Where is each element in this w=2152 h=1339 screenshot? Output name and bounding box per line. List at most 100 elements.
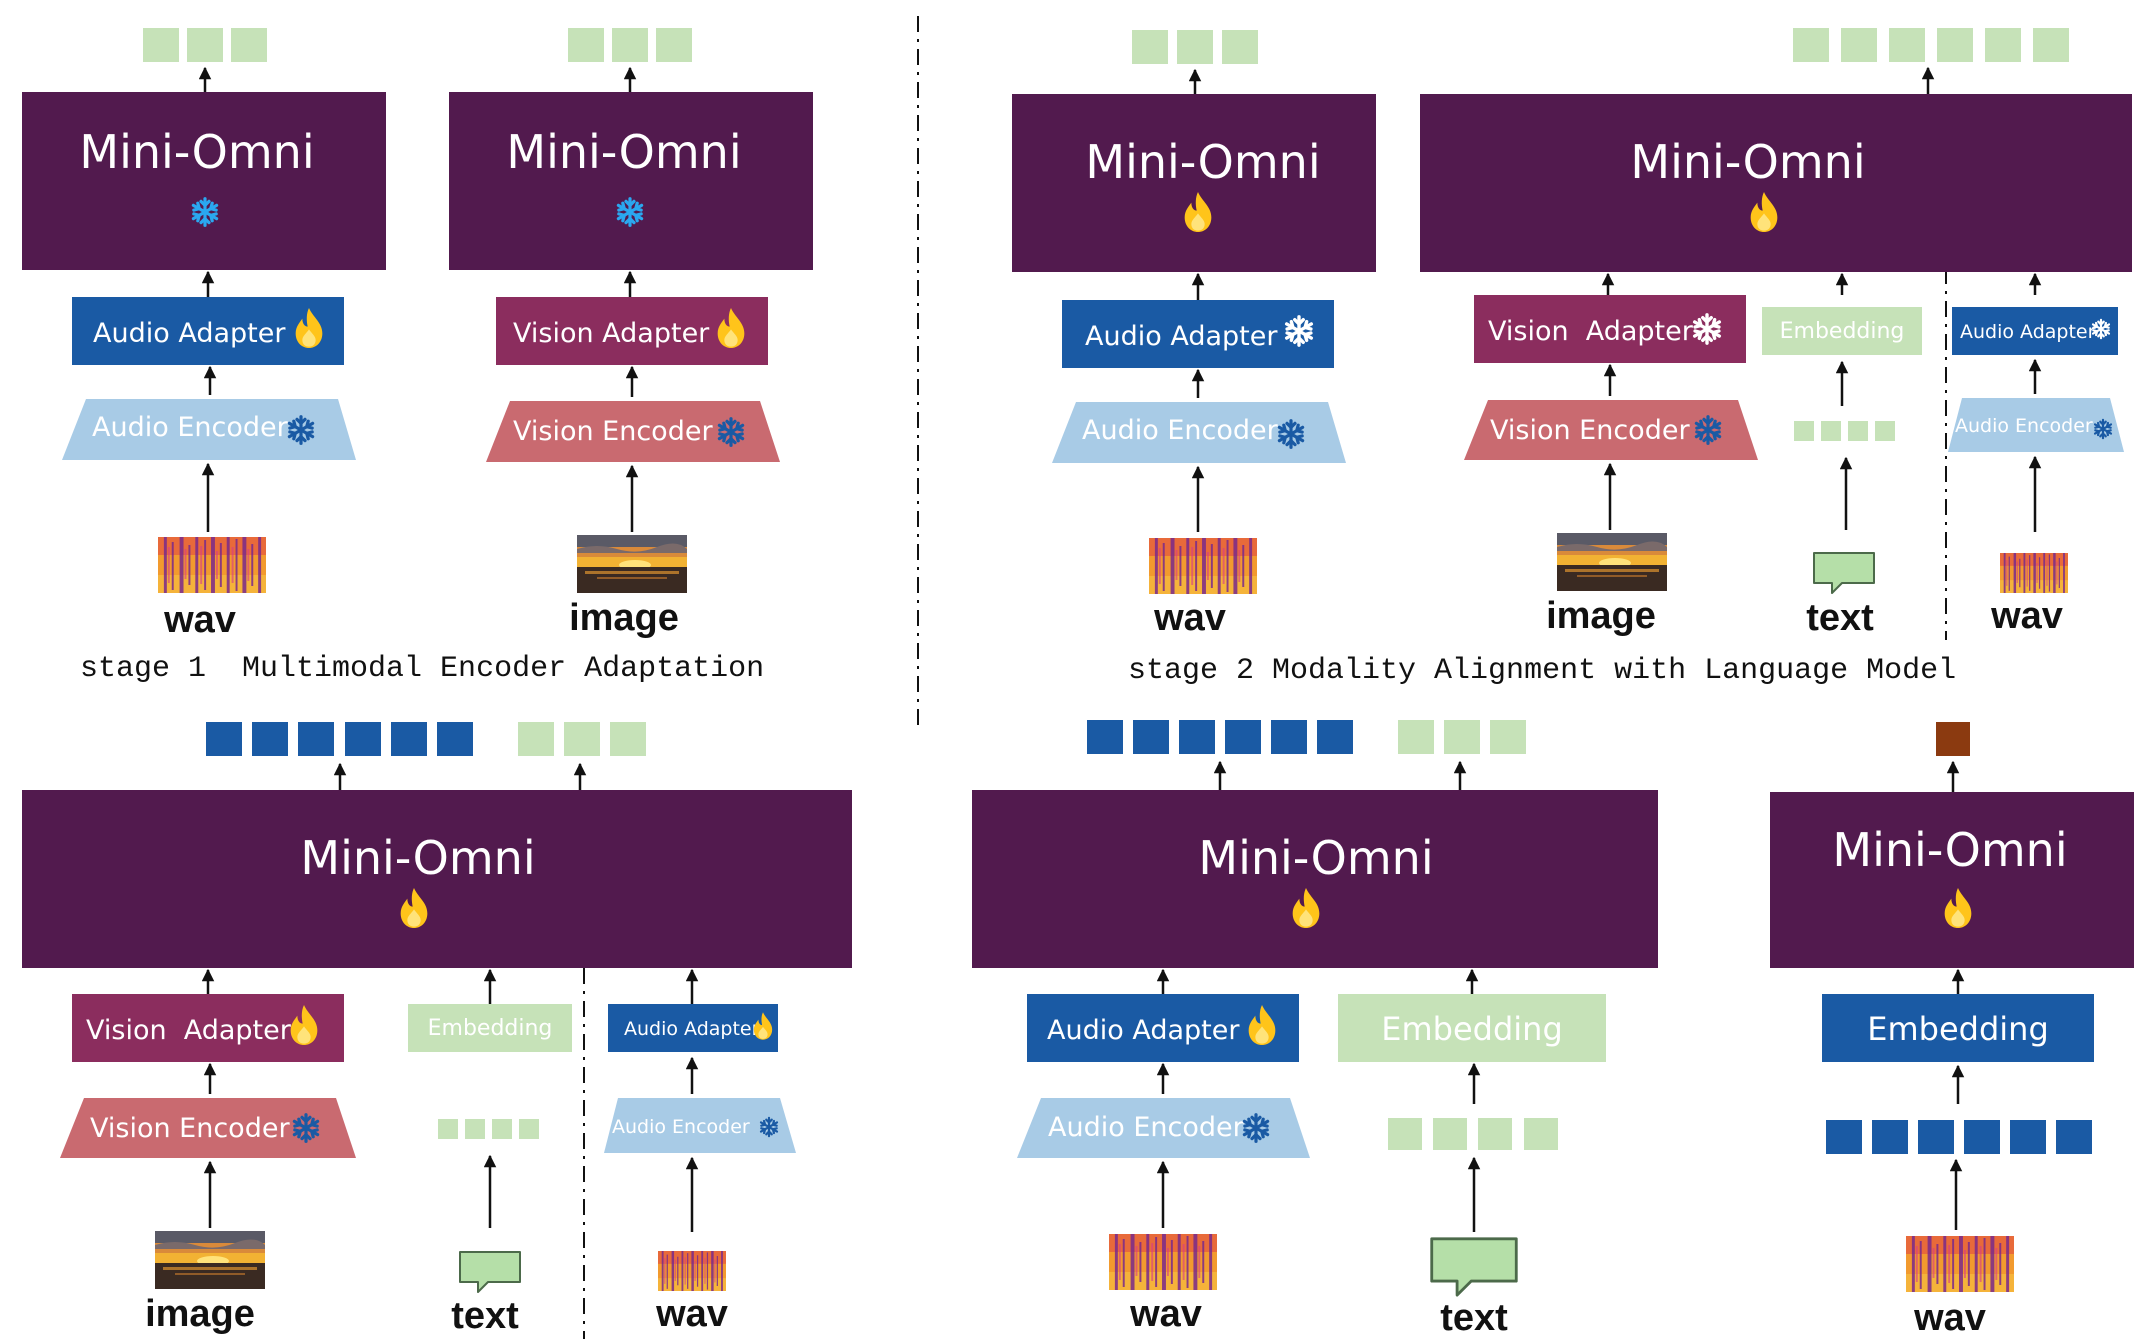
- text-token: [1794, 421, 1814, 441]
- audio-adapter-label: Audio Adapter: [1960, 321, 2096, 343]
- input-token: [1918, 1120, 1954, 1154]
- output-token: [1793, 28, 1829, 62]
- output-token: [1317, 720, 1353, 754]
- sunset-image: [577, 535, 687, 593]
- mini-omni-title: Mini-Omni: [1198, 831, 1433, 885]
- text-token: [1848, 421, 1868, 441]
- speech-bubble-icon: [459, 1251, 521, 1293]
- output-token: [2033, 28, 2069, 62]
- input-label-text: text: [1806, 597, 1874, 639]
- output-token: [1222, 30, 1258, 64]
- text-token: [519, 1119, 539, 1139]
- spectrogram-image: [158, 537, 266, 593]
- embedding-label: Embedding: [428, 1016, 553, 1041]
- audio-encoder-label: Audio Encoder: [1048, 1112, 1245, 1143]
- stage2-multimodal-panel: Mini-Omni Vision Adapter Vision Encoder …: [1420, 28, 2132, 639]
- input-token: [2056, 1120, 2092, 1154]
- stage1-audio-panel: Mini-Omni Audio Adapter Audio Encoder wa…: [22, 28, 386, 641]
- output-token: [518, 722, 554, 756]
- text-token: [1478, 1118, 1512, 1150]
- input-label-wav: wav: [1129, 1293, 1202, 1335]
- stage1-vision-panel: Mini-Omni Vision Adapter Vision Encoder …: [449, 28, 813, 639]
- vision-encoder-label: Vision Encoder: [513, 416, 713, 447]
- text-token: [1875, 421, 1895, 441]
- output-token: [1225, 720, 1261, 754]
- output-token: [1936, 722, 1970, 756]
- input-label-wav: wav: [1153, 597, 1226, 639]
- mini-omni-block: [1012, 94, 1376, 272]
- input-token: [1872, 1120, 1908, 1154]
- embedding-label: Embedding: [1867, 1010, 2049, 1048]
- output-token: [1398, 720, 1434, 754]
- output-token: [1132, 30, 1168, 64]
- output-token: [298, 722, 334, 756]
- stage2-audio-panel: Mini-Omni Audio Adapter Audio Encoder wa…: [1012, 30, 1376, 639]
- output-token: [1177, 30, 1213, 64]
- mini-omni-block: [22, 92, 386, 270]
- mini-omni-title: Mini-Omni: [300, 831, 535, 885]
- output-token: [568, 28, 604, 62]
- audio-adapter-label: Audio Adapter: [93, 318, 286, 349]
- speech-bubble-icon: [1813, 552, 1875, 594]
- mini-omni-title: Mini-Omni: [1630, 135, 1865, 189]
- spectrogram-image: [658, 1251, 726, 1291]
- audio-encoder-label: Audio Encoder: [1955, 415, 2093, 437]
- mini-omni-title: Mini-Omni: [79, 125, 314, 179]
- embedding-block: [408, 1004, 572, 1052]
- output-token: [1937, 28, 1973, 62]
- audio-adapter-block: [1952, 307, 2118, 355]
- text-token: [1388, 1118, 1422, 1150]
- sunset-image: [1557, 533, 1667, 591]
- input-label-image: image: [1546, 595, 1656, 637]
- vision-adapter-block: [1474, 295, 1746, 363]
- vision-adapter-label: Vision Adapter: [513, 318, 710, 349]
- stage2-caption: stage 2 Modality Alignment with Language…: [1128, 654, 1956, 688]
- output-token: [1889, 28, 1925, 62]
- vision-encoder-label: Vision Encoder: [90, 1113, 290, 1144]
- input-token: [1964, 1120, 2000, 1154]
- output-token: [610, 722, 646, 756]
- output-token: [231, 28, 267, 62]
- mini-omni-block: [1420, 94, 2132, 272]
- text-token: [492, 1119, 512, 1139]
- sunset-image: [155, 1231, 265, 1289]
- output-token: [437, 722, 473, 756]
- input-label-text: text: [1440, 1297, 1508, 1339]
- audio-encoder-label: Audio Encoder: [612, 1116, 750, 1138]
- embedding-label: Embedding: [1780, 319, 1905, 344]
- stage3-audio-text-panel: Mini-Omni Audio Adapter Audio Encoder wa…: [972, 720, 1658, 1339]
- output-token: [1985, 28, 2021, 62]
- text-token: [1433, 1118, 1467, 1150]
- output-token: [1133, 720, 1169, 754]
- input-label-image: image: [569, 597, 679, 639]
- embedding-block: [1762, 307, 1922, 355]
- stage3-audio-panel: Mini-Omni Embedding wav: [1770, 722, 2134, 1339]
- embedding-block: [1338, 994, 1606, 1062]
- spectrogram-image: [1109, 1234, 1217, 1290]
- input-label-image: image: [145, 1293, 255, 1335]
- vision-encoder-block: [1464, 400, 1758, 460]
- vision-encoder-label: Vision Encoder: [1490, 415, 1690, 446]
- output-token: [252, 722, 288, 756]
- speech-bubble-icon: [1430, 1237, 1518, 1297]
- output-token: [1087, 720, 1123, 754]
- mini-omni-title: Mini-Omni: [1085, 135, 1320, 189]
- spectrogram-image: [1906, 1236, 2014, 1292]
- audio-encoder-block: [62, 399, 356, 460]
- vision-adapter-label: Vision Adapter: [1488, 316, 1694, 347]
- mini-omni-block: [449, 92, 813, 270]
- audio-encoder-block: [1052, 402, 1346, 463]
- output-token: [1490, 720, 1526, 754]
- audio-encoder-label: Audio Encoder: [92, 412, 289, 443]
- mini-omni-block: [1770, 792, 2134, 968]
- mini-omni-title: Mini-Omni: [506, 125, 741, 179]
- output-token: [612, 28, 648, 62]
- input-token: [1826, 1120, 1862, 1154]
- output-token: [1444, 720, 1480, 754]
- output-token: [143, 28, 179, 62]
- vision-encoder-block: [486, 401, 780, 462]
- embedding-label: Embedding: [1381, 1010, 1563, 1048]
- output-token: [656, 28, 692, 62]
- spectrogram-image: [2000, 553, 2068, 593]
